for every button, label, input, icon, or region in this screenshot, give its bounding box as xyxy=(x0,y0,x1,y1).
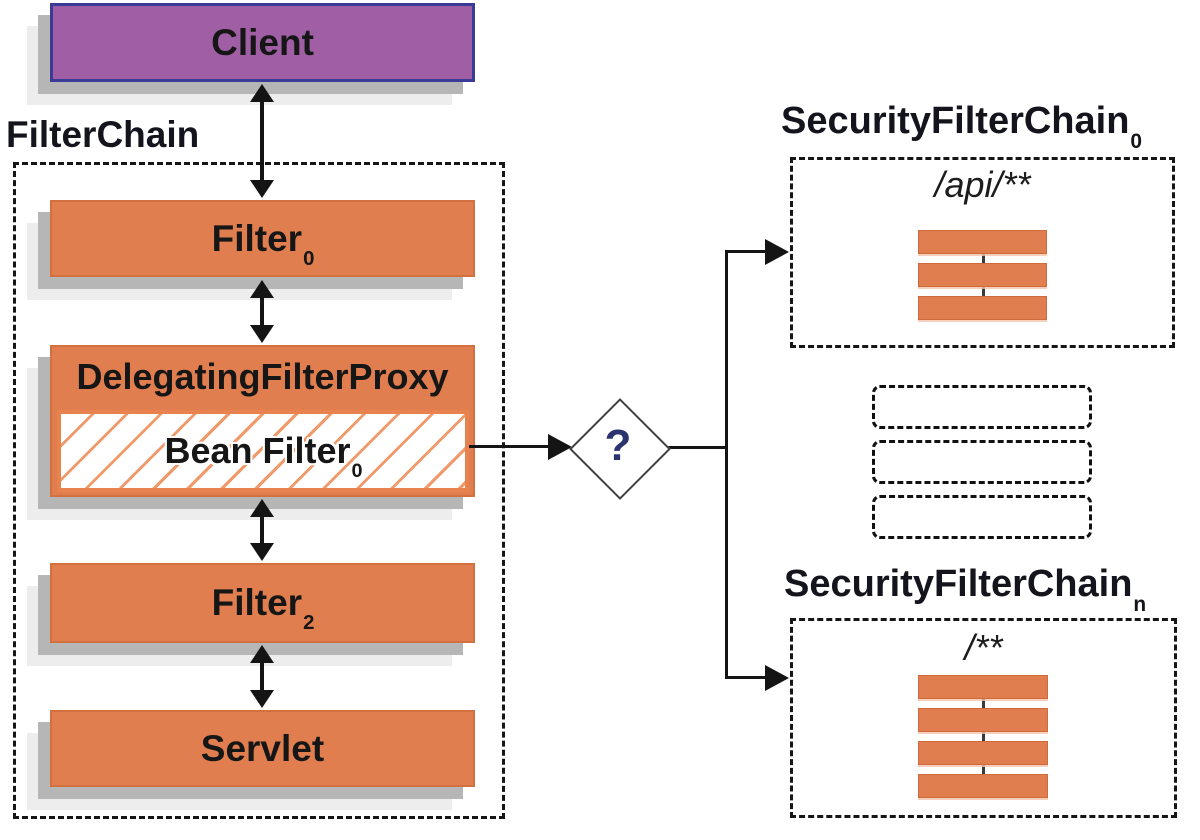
bean-filter-label: Bean Filter0 xyxy=(164,430,362,481)
double-arrow-proxy-filter2 xyxy=(250,499,274,561)
filter-connector-line xyxy=(982,687,985,786)
filter0-subscript: 0 xyxy=(303,247,315,270)
client-box: Client xyxy=(50,3,475,82)
filterchain-title: FilterChain xyxy=(6,114,200,155)
placeholder-chain-slot xyxy=(872,495,1092,539)
security-filter-bar xyxy=(918,263,1047,287)
placeholder-chain-slots xyxy=(872,385,1092,539)
security-filter-bar xyxy=(918,675,1048,699)
decision-label: ? xyxy=(604,421,632,470)
arrow-line xyxy=(260,513,264,547)
arrowhead-down-icon xyxy=(250,543,274,561)
filter2-text: Filter xyxy=(211,582,303,623)
arrowhead-down-icon xyxy=(250,690,274,708)
arrowhead-up-icon xyxy=(250,499,274,517)
arrowhead-up-icon xyxy=(250,645,274,663)
arrow-right-icon xyxy=(765,239,789,265)
filter0-text: Filter xyxy=(211,217,303,259)
arrow-line xyxy=(260,98,264,184)
security-filter-bar xyxy=(918,774,1048,798)
arrowhead-up-icon xyxy=(250,280,274,298)
bean-filter-box: Bean Filter0 xyxy=(57,410,469,492)
filter0-box: Filter0 xyxy=(50,200,475,277)
security-filter-chain-0-subscript: 0 xyxy=(1130,129,1143,153)
security-filter-chain-n-frame: /** xyxy=(790,618,1177,818)
bean-filter-text: Bean Filter xyxy=(164,430,351,471)
security-filter-chain-n-filters xyxy=(918,675,1048,798)
placeholder-chain-slot xyxy=(872,385,1092,429)
filter2-label: Filter2 xyxy=(211,582,315,634)
double-arrow-filter2-servlet xyxy=(250,645,274,708)
arrowhead-down-icon xyxy=(250,325,274,343)
branch-vertical-line xyxy=(725,251,728,679)
url-pattern-all: /** xyxy=(964,627,1003,668)
arrow-line xyxy=(260,659,264,694)
servlet-box: Servlet xyxy=(50,710,475,787)
filter2-subscript: 2 xyxy=(303,612,315,635)
delegating-filter-proxy-label: DelegatingFilterProxy xyxy=(76,356,449,397)
filter0-label: Filter0 xyxy=(211,217,315,270)
decision-to-branch-line xyxy=(665,446,727,449)
filterchain-frame xyxy=(13,162,505,819)
placeholder-chain-slot xyxy=(872,440,1092,484)
security-filter-chain-n-title: SecurityFilterChainn xyxy=(784,563,1146,615)
arrow-line xyxy=(260,294,264,329)
arrowhead-up-icon xyxy=(250,84,274,102)
branch-top-line xyxy=(725,250,767,253)
filter2-box: Filter2 xyxy=(50,563,475,643)
url-pattern-api: /api/** xyxy=(934,164,1031,205)
security-filter-chain-n-text: SecurityFilterChain xyxy=(784,563,1133,605)
security-filter-bar xyxy=(918,230,1047,254)
security-filter-bar xyxy=(918,708,1048,732)
security-filter-bar xyxy=(918,296,1047,320)
double-arrow-filter0-proxy xyxy=(250,280,274,343)
security-filter-bar xyxy=(918,741,1048,765)
arrow-right-icon xyxy=(548,434,572,460)
arrow-right-icon xyxy=(765,665,789,691)
security-filter-chain-0-filters xyxy=(918,230,1047,320)
double-arrow-client-filter0 xyxy=(250,84,274,198)
branch-bottom-line xyxy=(725,676,767,679)
security-filter-chain-0-text: SecurityFilterChain xyxy=(781,100,1130,142)
servlet-label: Servlet xyxy=(200,727,325,769)
security-filter-chain-0-frame: /api/** xyxy=(790,157,1175,348)
security-filter-chain-n-subscript: n xyxy=(1133,592,1147,616)
arrowhead-down-icon xyxy=(250,180,274,198)
bean-to-decision-line xyxy=(469,445,552,448)
security-filter-chain-0-title: SecurityFilterChain0 xyxy=(781,100,1142,152)
bean-filter-subscript: 0 xyxy=(351,460,363,483)
client-label: Client xyxy=(211,21,314,63)
